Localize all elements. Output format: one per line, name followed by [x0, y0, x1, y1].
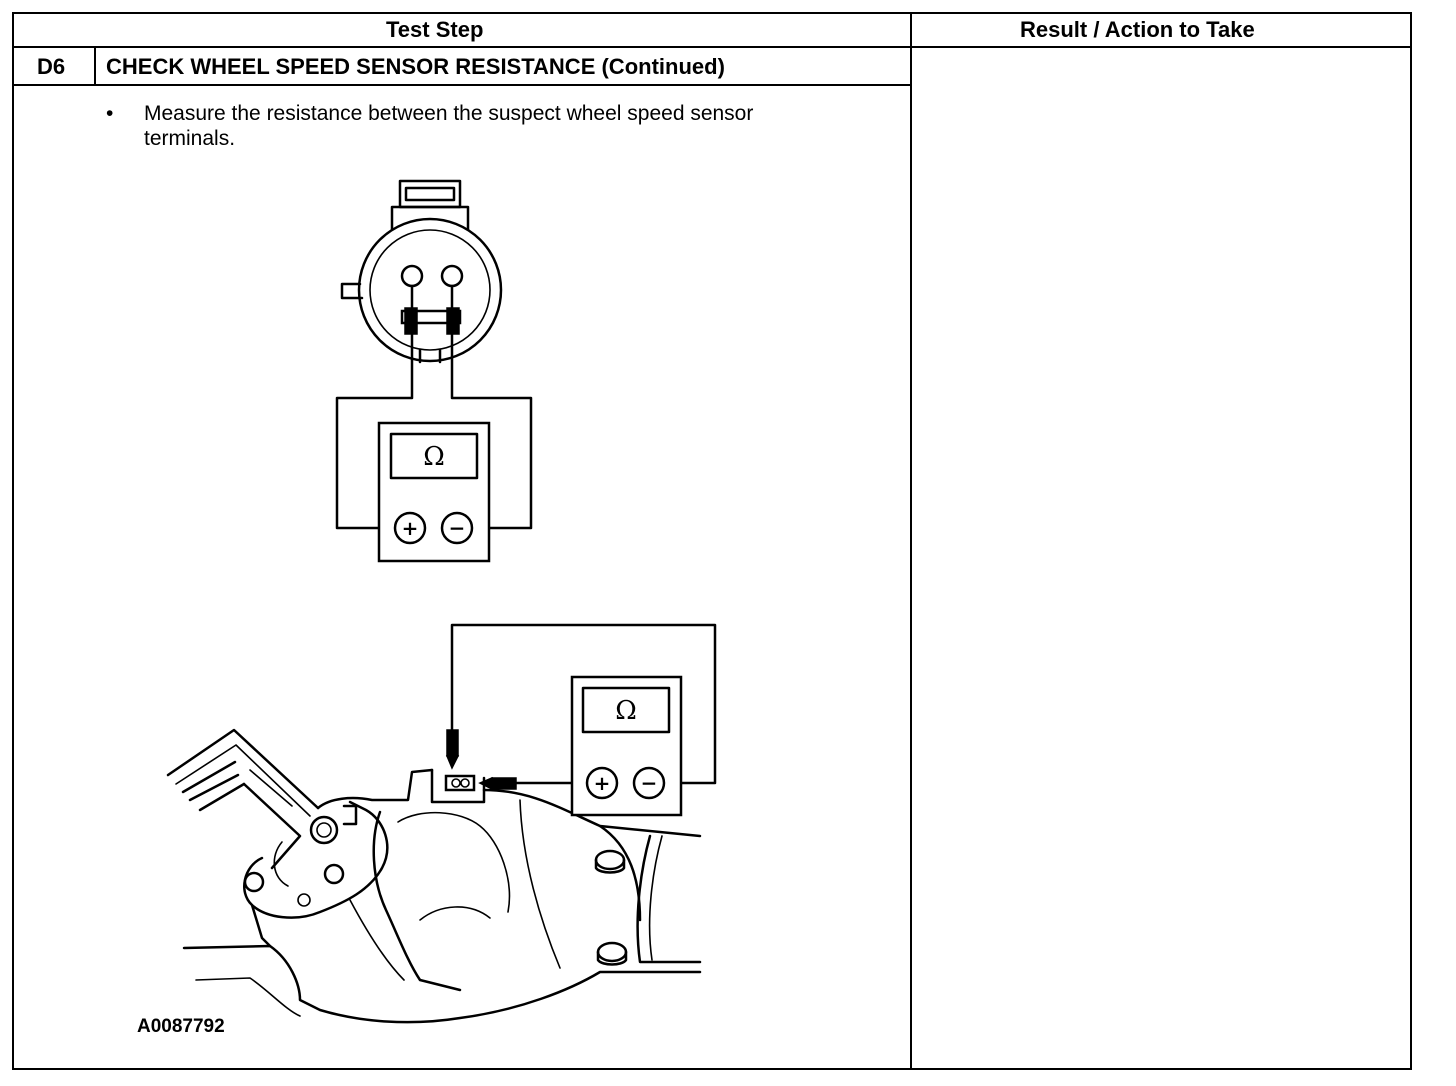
procedure-table	[12, 12, 1412, 1070]
meter-display-symbol: Ω	[423, 442, 445, 472]
negative-lead-lower	[450, 623, 717, 785]
ohmmeter-icon: Ω + −	[377, 421, 491, 563]
bullet-marker: •	[106, 102, 114, 125]
ohmmeter-lower-icon: Ω + −	[570, 675, 683, 817]
negative-lead	[450, 332, 533, 530]
minus-terminal-symbol: −	[449, 516, 466, 540]
step-id: D6	[37, 54, 66, 79]
figure-id: A0087792	[137, 1016, 225, 1037]
minus-terminal-symbol-lower: −	[641, 771, 658, 795]
instruction-text: Measure the resistance between the suspe…	[144, 102, 754, 150]
column-divider	[910, 12, 912, 1070]
header-result-action: Result / Action to Take	[1020, 17, 1255, 42]
probe-tip-negative	[446, 729, 459, 757]
meter-display-symbol-lower: Ω	[615, 696, 637, 726]
axle-housing-icon	[166, 728, 702, 1024]
step-title: CHECK WHEEL SPEED SENSOR RESISTANCE (Con…	[106, 54, 725, 79]
sensor-connector-icon	[340, 179, 503, 364]
positive-lead	[335, 332, 414, 530]
plus-terminal-symbol-lower: +	[594, 771, 611, 795]
plus-terminal-symbol: +	[402, 516, 419, 540]
header-row-divider	[12, 46, 1412, 48]
step-row-divider	[12, 84, 911, 86]
step-id-divider	[94, 47, 96, 85]
header-test-step: Test Step	[386, 17, 484, 42]
